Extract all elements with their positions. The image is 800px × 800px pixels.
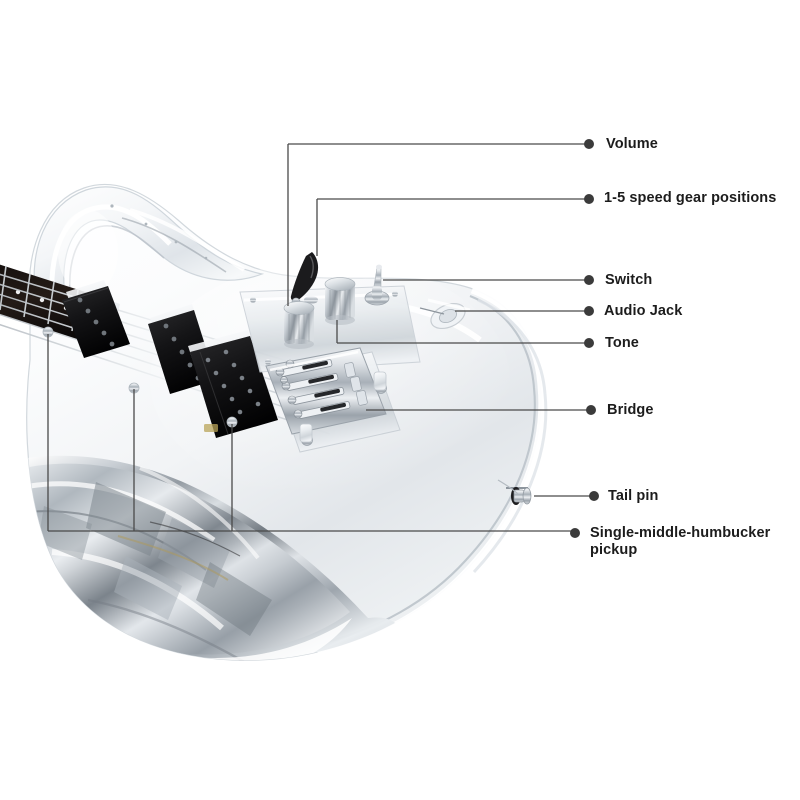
- volume-knob: [283, 301, 315, 349]
- callout-label-audio-jack[interactable]: Audio Jack: [604, 303, 683, 319]
- callout-label-tone[interactable]: Tone: [605, 335, 639, 351]
- callout-label-bridge[interactable]: Bridge: [607, 402, 654, 418]
- callout-label-switch[interactable]: Switch: [605, 272, 653, 288]
- callout-label-volume[interactable]: Volume: [606, 136, 658, 152]
- callout-label-tail-pin[interactable]: Tail pin: [608, 488, 659, 504]
- tone-knob: [324, 277, 356, 325]
- upper-horn: [33, 186, 265, 319]
- callout-label-pickups[interactable]: Single-middle-humbucker pickup: [590, 525, 771, 559]
- callout-label-speed-gear-positions[interactable]: 1-5 speed gear positions: [604, 190, 777, 206]
